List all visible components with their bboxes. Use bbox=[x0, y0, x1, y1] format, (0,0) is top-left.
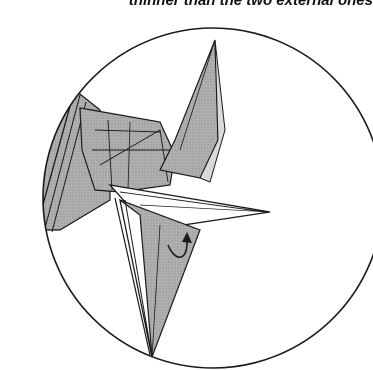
magnified-view bbox=[36, 40, 270, 357]
